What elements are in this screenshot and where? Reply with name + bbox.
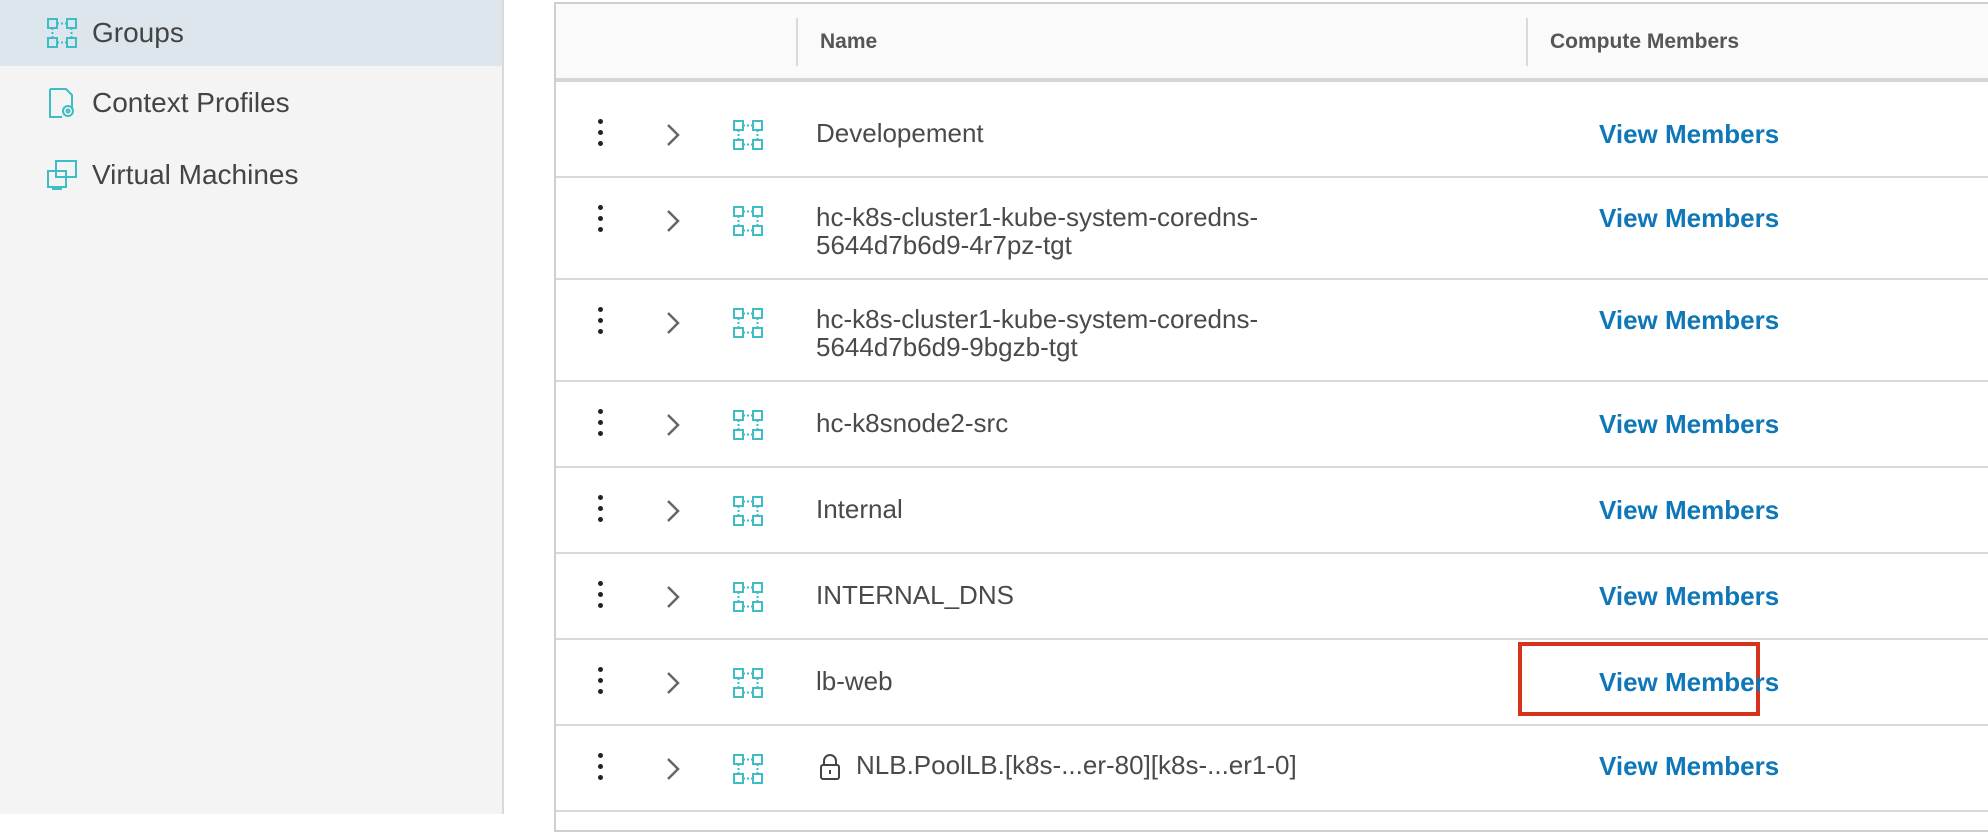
view-members-link[interactable]: View Members xyxy=(1599,305,1780,335)
chevron-right-icon[interactable] xyxy=(665,756,681,782)
group-name: Developement xyxy=(816,118,984,148)
groups-icon xyxy=(47,18,77,48)
table-row: Developement View Members xyxy=(556,92,1988,178)
column-separator xyxy=(1526,18,1528,66)
group-icon xyxy=(733,668,763,698)
row-actions-kebab-icon[interactable] xyxy=(598,753,604,786)
group-icon xyxy=(733,120,763,150)
sidebar: Groups Context Profiles Virtual Machines xyxy=(0,0,504,814)
row-actions-kebab-icon[interactable] xyxy=(598,581,604,614)
table-row: lb-web View Members xyxy=(556,640,1988,726)
group-name: Internal xyxy=(816,494,903,524)
table-row: hc-k8snode2-src View Members xyxy=(556,382,1988,468)
group-name: NLB.PoolLB.[k8s-...er-80][k8s-...er1-0] xyxy=(856,750,1297,780)
group-name: hc-k8snode2-src xyxy=(816,408,1009,438)
table-row: NLB.PoolLB.[k8s-...er-80][k8s-...er1-0] … xyxy=(556,726,1988,812)
view-members-link[interactable]: View Members xyxy=(1599,581,1780,611)
row-actions-kebab-icon[interactable] xyxy=(598,307,604,340)
view-members-link[interactable]: View Members xyxy=(1599,495,1780,525)
view-members-link[interactable]: View Members xyxy=(1599,751,1780,781)
table-row: hc-k8s-cluster1-kube-system-coredns- 564… xyxy=(556,280,1988,382)
chevron-right-icon[interactable] xyxy=(665,208,681,234)
group-icon xyxy=(733,410,763,440)
sidebar-item-label: Virtual Machines xyxy=(92,159,299,190)
row-actions-kebab-icon[interactable] xyxy=(598,495,604,528)
group-icon xyxy=(733,582,763,612)
view-members-link[interactable]: View Members xyxy=(1599,119,1780,149)
row-actions-kebab-icon[interactable] xyxy=(598,409,604,442)
row-actions-kebab-icon[interactable] xyxy=(598,119,604,152)
group-icon xyxy=(733,496,763,526)
virtual-machines-icon xyxy=(47,160,77,190)
group-name: hc-k8s-cluster1-kube-system-coredns- 564… xyxy=(816,202,1259,260)
groups-table: Name Compute Members Developement View M… xyxy=(554,2,1988,832)
row-actions-kebab-icon[interactable] xyxy=(598,205,604,238)
view-members-link[interactable]: View Members xyxy=(1599,667,1780,697)
sidebar-item-context-profiles[interactable]: Context Profiles xyxy=(0,70,502,136)
chevron-right-icon[interactable] xyxy=(665,670,681,696)
sidebar-item-groups[interactable]: Groups xyxy=(0,0,502,66)
group-name: INTERNAL_DNS xyxy=(816,580,1014,610)
row-actions-kebab-icon[interactable] xyxy=(598,667,604,700)
column-separator xyxy=(796,18,798,66)
chevron-right-icon[interactable] xyxy=(665,412,681,438)
chevron-right-icon[interactable] xyxy=(665,122,681,148)
chevron-right-icon[interactable] xyxy=(665,584,681,610)
group-icon xyxy=(733,754,763,784)
highlight-box xyxy=(1518,642,1760,716)
chevron-right-icon[interactable] xyxy=(665,498,681,524)
table-row: Internal View Members xyxy=(556,468,1988,554)
context-profile-icon xyxy=(49,88,74,118)
column-header-compute-members[interactable]: Compute Members xyxy=(1550,30,1740,53)
lock-icon xyxy=(820,754,840,780)
table-row: INTERNAL_DNS View Members xyxy=(556,554,1988,640)
table-header: Name Compute Members xyxy=(556,4,1988,82)
group-name: lb-web xyxy=(816,666,893,696)
sidebar-item-virtual-machines[interactable]: Virtual Machines xyxy=(0,142,502,208)
sidebar-item-label: Groups xyxy=(92,17,184,48)
view-members-link[interactable]: View Members xyxy=(1599,203,1780,233)
group-icon xyxy=(733,308,763,338)
column-header-name[interactable]: Name xyxy=(820,30,878,53)
sidebar-item-label: Context Profiles xyxy=(92,87,290,118)
view-members-link[interactable]: View Members xyxy=(1599,409,1780,439)
table-row: hc-k8s-cluster1-kube-system-coredns- 564… xyxy=(556,178,1988,280)
group-icon xyxy=(733,206,763,236)
chevron-right-icon[interactable] xyxy=(665,310,681,336)
group-name: hc-k8s-cluster1-kube-system-coredns- 564… xyxy=(816,304,1259,362)
